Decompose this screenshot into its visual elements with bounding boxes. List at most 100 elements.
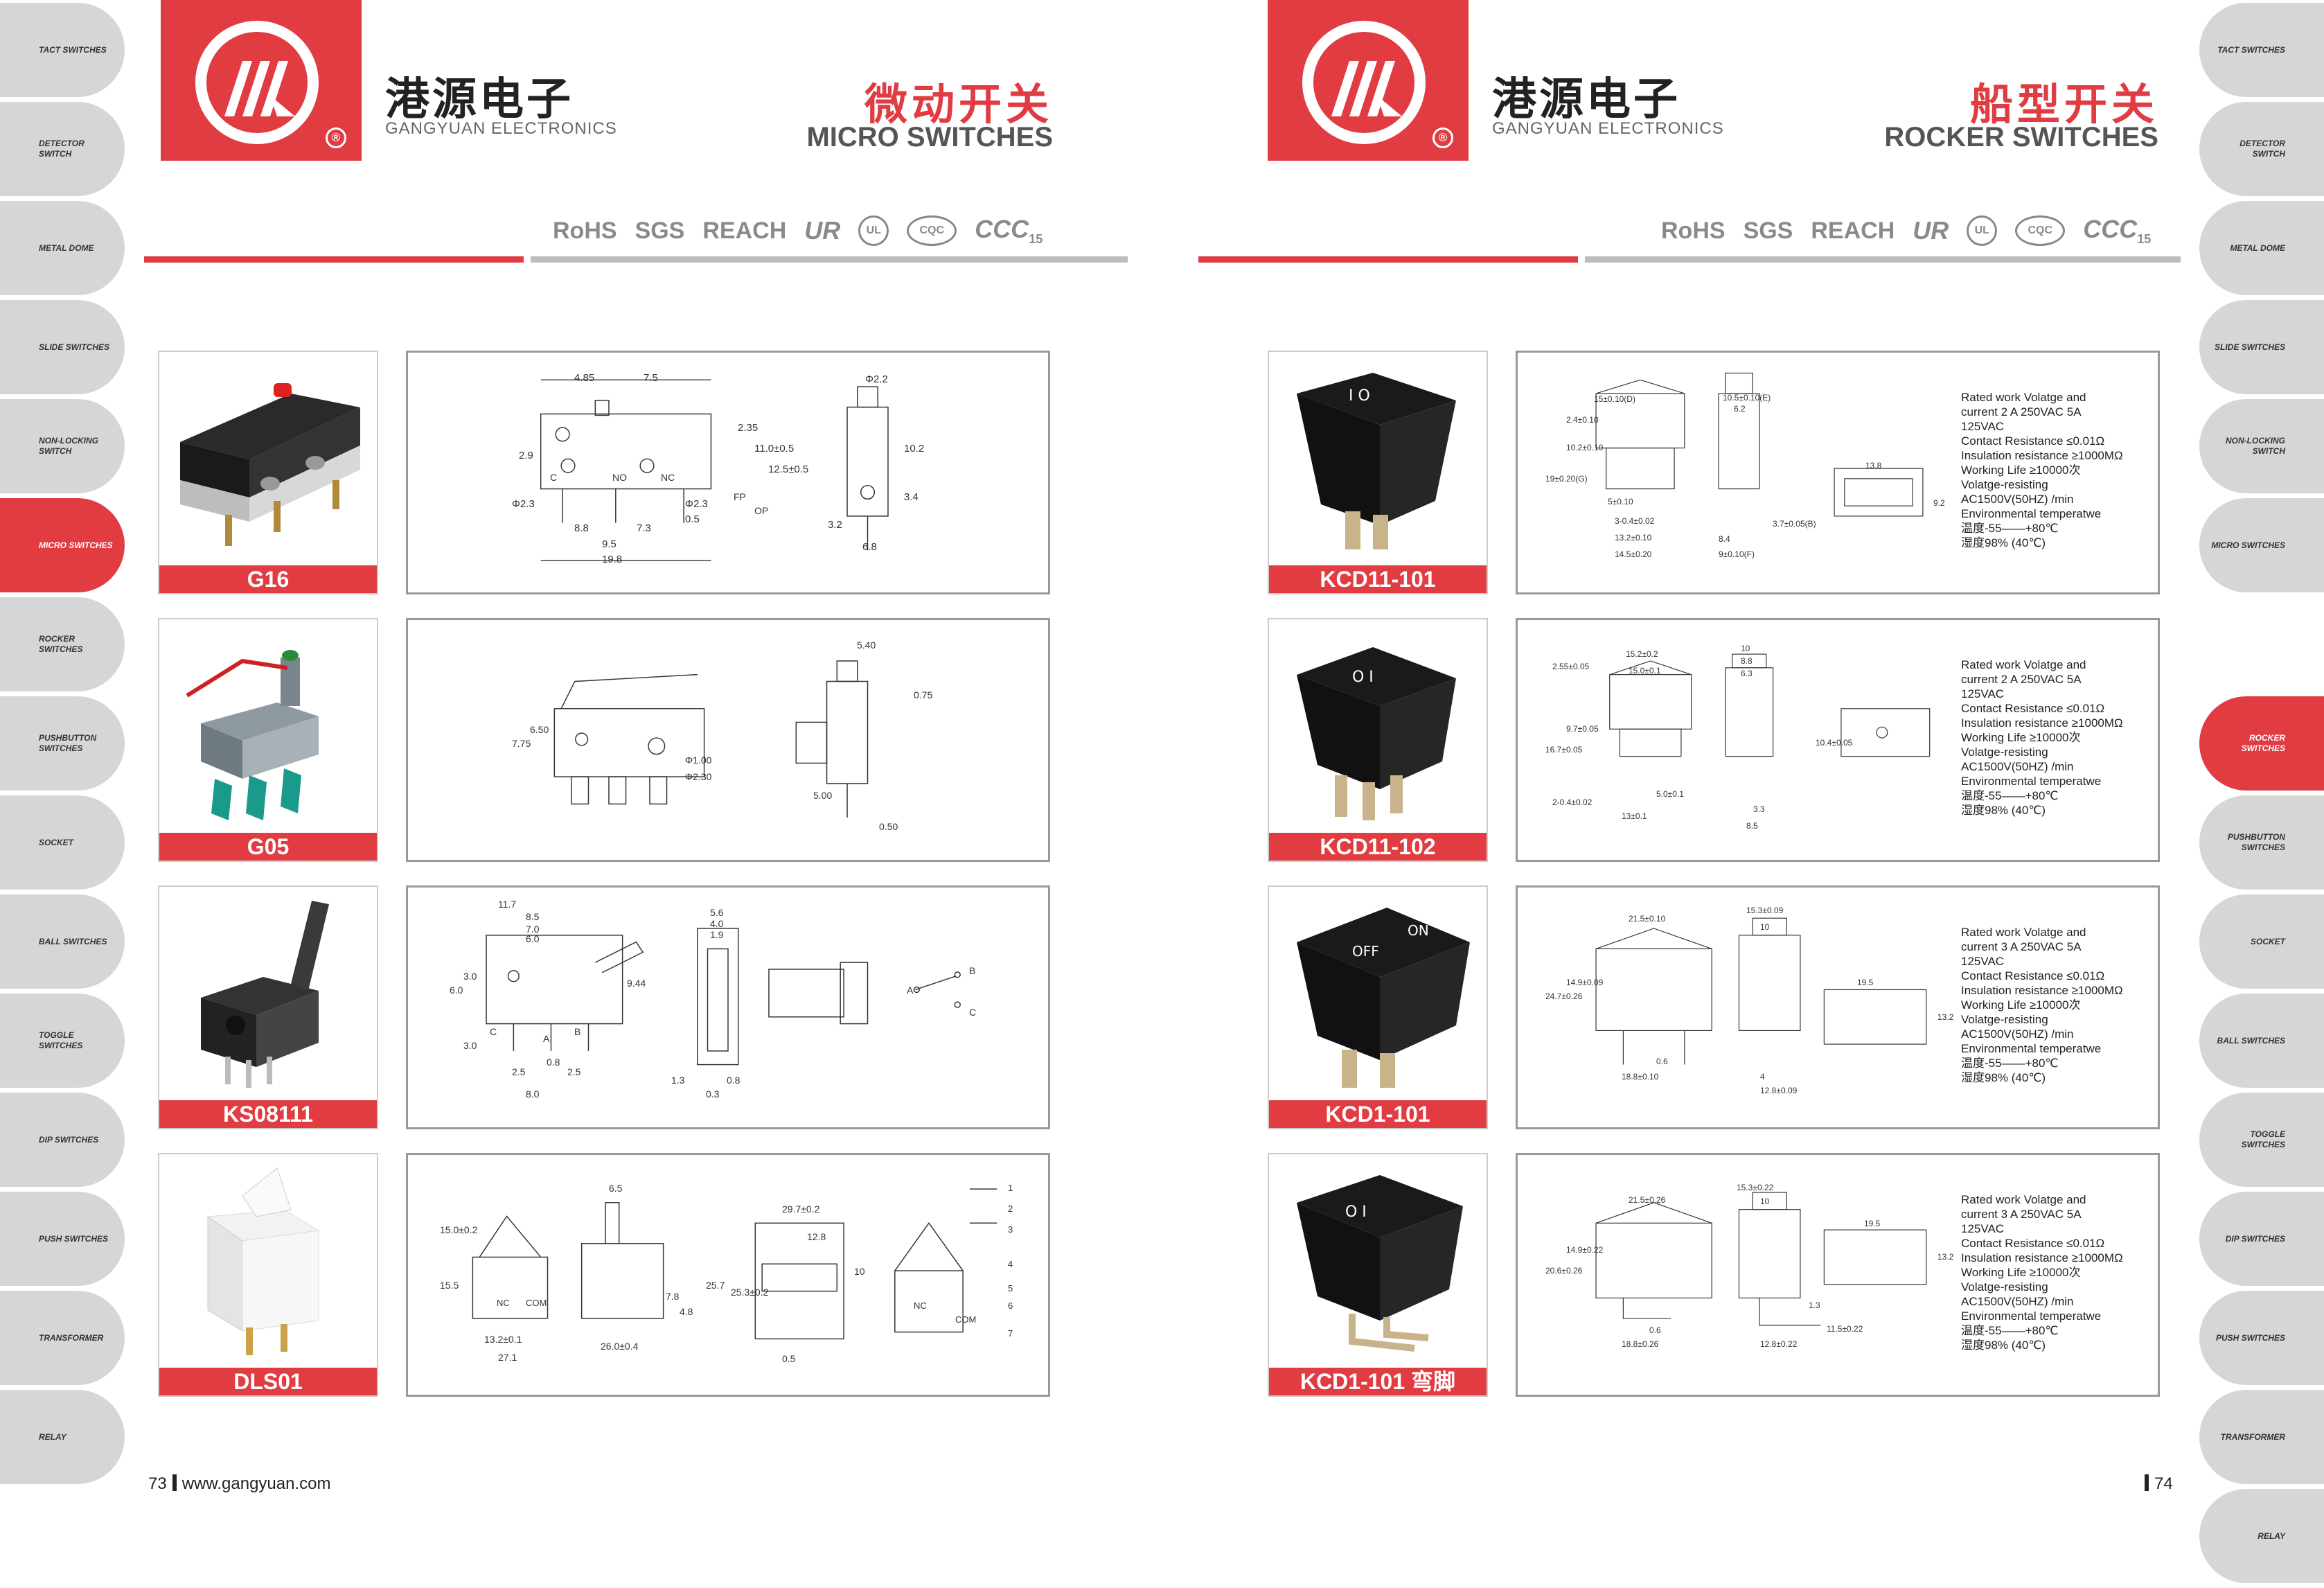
tab-non-locking-switch[interactable]: NON-LOCKING SWITCH (0, 399, 125, 493)
dim-label: 13.2 (1937, 1012, 1954, 1022)
tab-socket[interactable]: SOCKET (0, 795, 125, 890)
dim-label: 7.8 (666, 1291, 680, 1302)
tab-pushbutton-switches[interactable]: PUSHBUTTON SWITCHES (0, 696, 125, 791)
tab-toggle-switches[interactable]: TOGGLE SWITCHES (0, 994, 125, 1088)
dim-label: 5.6 (710, 907, 724, 918)
dim-label: 6.0 (526, 933, 540, 944)
tab-dip-switches[interactable]: DIP SWITCHES (0, 1093, 125, 1187)
dimension-drawing-kcd11-101: 15±0.10(D) 10.5±0.10(E) 6.2 13.8 2.4±0.1… (1516, 351, 2160, 594)
ks08111-technical-drawing (486, 928, 961, 1066)
tab-socket[interactable]: SOCKET (2199, 894, 2324, 989)
dim-label: 11.7 (498, 899, 517, 910)
product-label: KCD1-101 (1269, 1100, 1487, 1128)
tab-dip-switches[interactable]: DIP SWITCHES (2199, 1192, 2324, 1286)
dim-label: NC (914, 1300, 927, 1311)
dim-label: A (907, 985, 914, 996)
tab-relay[interactable]: RELAY (0, 1390, 125, 1484)
dim-label: 6.2 (1734, 404, 1746, 414)
dim-label: 19.5 (1857, 978, 1874, 987)
rohs-label: RoHS (1661, 217, 1726, 244)
g16-technical-drawing (540, 379, 889, 561)
kcd1-101-bent-technical-drawing (1595, 1192, 1927, 1326)
dimension-drawing-ks08111: 11.7 8.5 7.0 6.0 6.0 3.0 9.44 5.6 4.0 1.… (406, 885, 1050, 1129)
dim-label: 29.7±0.2 (782, 1203, 820, 1215)
svg-text:O I: O I (1352, 669, 1374, 686)
dim-label: 5 (1008, 1283, 1013, 1294)
dim-label: 8.0 (526, 1088, 540, 1100)
dim-label: 14.9±0.22 (1566, 1245, 1604, 1255)
section-title-cn: 微动开关 (864, 79, 1053, 130)
section-title-en: ROCKER SWITCHES (1884, 122, 2158, 152)
dim-label: 0.8 (547, 1057, 560, 1068)
dim-label: 3.4 (904, 491, 919, 503)
tab-rocker-switches[interactable]: ROCKER SWITCHES (0, 597, 125, 691)
product-photo-kcd11-101: I O KCD11-101 (1268, 351, 1488, 594)
dim-label: 9.5 (602, 538, 617, 550)
tab-push-switches[interactable]: PUSH SWITCHES (2199, 1291, 2324, 1385)
tab-rocker-switches[interactable]: ROCKER SWITCHES (2199, 696, 2324, 791)
product-label: DLS01 (159, 1368, 377, 1395)
product-photo-kcd1-101: OFF ON KCD1-101 (1268, 885, 1488, 1129)
dim-label: 5±0.10 (1608, 497, 1633, 506)
tab-non-locking-switch[interactable]: NON-LOCKING SWITCH (2199, 399, 2324, 493)
tab-micro-switches[interactable]: MICRO SWITCHES (2199, 498, 2324, 592)
dim-label: Φ2.3 (685, 498, 708, 510)
tab-detector-switch[interactable]: DETECTOR SWITCH (0, 102, 125, 196)
dim-label: COM (526, 1298, 547, 1308)
dim-label: 8.8 (1741, 656, 1753, 666)
dim-label: 7.3 (637, 522, 651, 534)
ur-mark-icon: UR (804, 216, 841, 245)
dim-label: 15.0±0.2 (440, 1224, 478, 1235)
tab-transformer[interactable]: TRANSFORMER (0, 1291, 125, 1385)
dim-label: 19.8 (602, 554, 623, 565)
reach-label: REACH (1811, 217, 1895, 244)
tab-tact-switches[interactable]: TACT SWITCHES (2199, 3, 2324, 97)
svg-text:OFF: OFF (1352, 943, 1379, 960)
dim-label: 2.9 (519, 450, 533, 461)
tab-slide-switches[interactable]: SLIDE SWITCHES (0, 300, 125, 394)
tab-metal-dome[interactable]: METAL DOME (2199, 201, 2324, 295)
dim-label: 13.2 (1937, 1252, 1954, 1262)
tab-slide-switches[interactable]: SLIDE SWITCHES (2199, 300, 2324, 394)
product-photo-ks08111: KS08111 (158, 885, 378, 1129)
rocker-switch-kcd11-102-image: O I (1297, 647, 1456, 820)
dim-label: 13.8 (1865, 461, 1882, 470)
rocker-switch-kcd1-101-bent-image: O I (1297, 1175, 1463, 1352)
dim-label: 24.7±0.26 (1545, 991, 1583, 1001)
brand-logo: ® (1268, 0, 1469, 161)
tab-relay[interactable]: RELAY (2199, 1489, 2324, 1583)
website-link[interactable]: www.gangyuan.com (181, 1474, 331, 1493)
dim-label: 0.5 (782, 1353, 796, 1364)
dim-label: 7.5 (644, 372, 658, 384)
brand-name-cn: 港源电子 (385, 73, 574, 125)
tab-push-switches[interactable]: PUSH SWITCHES (0, 1192, 125, 1286)
brand-name-en: GANGYUAN ELECTRONICS (1492, 119, 1724, 138)
tab-ball-switches[interactable]: BALL SWITCHES (2199, 994, 2324, 1088)
tab-tact-switches[interactable]: TACT SWITCHES (0, 3, 125, 97)
dim-label: 0.6 (1649, 1325, 1661, 1335)
dim-label: A (543, 1033, 550, 1044)
rocker-switch-kcd1-101-image: OFF ON (1297, 908, 1470, 1088)
brand-name-en: GANGYUAN ELECTRONICS (385, 119, 617, 138)
dim-label: B (969, 965, 976, 976)
dim-label: 8.5 (526, 911, 540, 922)
tab-ball-switches[interactable]: BALL SWITCHES (0, 894, 125, 989)
spec-list-kcd11-102: Rated work Volatge and current 2 A 250VA… (1961, 658, 2123, 817)
dim-label: 5.0±0.1 (1656, 789, 1684, 799)
dim-label: 12.5±0.5 (768, 464, 809, 475)
tab-detector-switch[interactable]: DETECTOR SWITCH (2199, 102, 2324, 196)
tab-metal-dome[interactable]: METAL DOME (0, 201, 125, 295)
tab-pushbutton-switches[interactable]: PUSHBUTTON SWITCHES (2199, 795, 2324, 890)
dim-label: 10 (1760, 922, 1770, 932)
dim-label: 12.8±0.22 (1760, 1339, 1798, 1349)
dim-label: 7 (1008, 1328, 1013, 1339)
product-label: KCD11-101 (1269, 565, 1487, 593)
tab-transformer[interactable]: TRANSFORMER (2199, 1390, 2324, 1484)
dim-label: 10.2±0.10 (1566, 443, 1604, 452)
dim-label: NC (497, 1298, 510, 1308)
dim-label: 11.0±0.5 (754, 443, 795, 455)
tab-toggle-switches[interactable]: TOGGLE SWITCHES (2199, 1093, 2324, 1187)
dim-label: 4 (1008, 1259, 1013, 1269)
dim-label: NO (612, 472, 627, 483)
tab-micro-switches[interactable]: MICRO SWITCHES (0, 498, 125, 592)
